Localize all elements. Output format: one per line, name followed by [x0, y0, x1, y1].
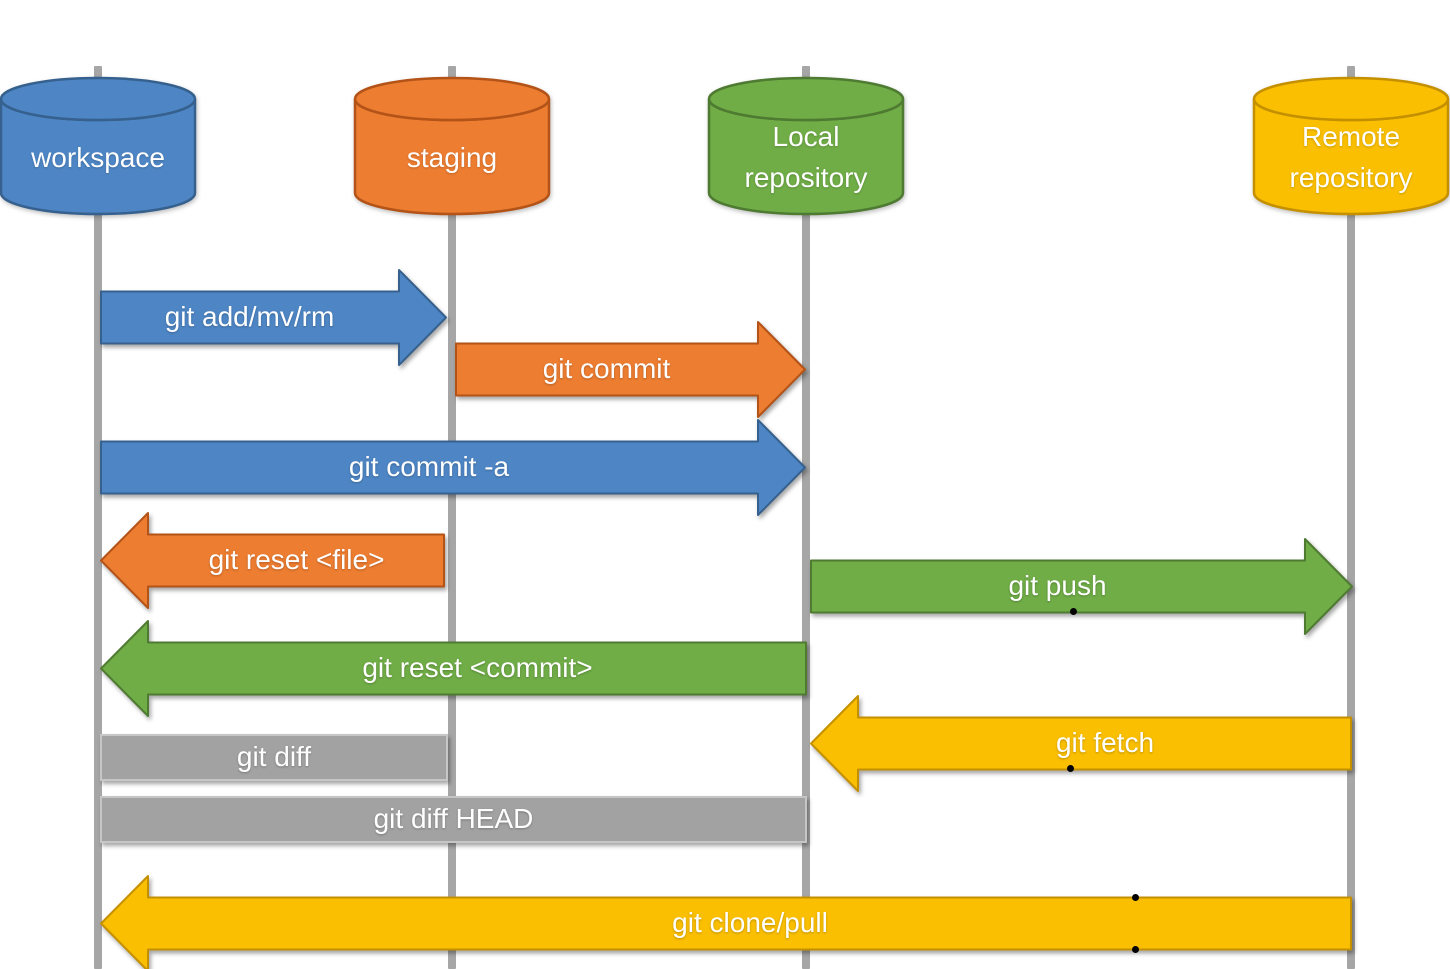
cylinder-staging	[353, 76, 551, 216]
arrow-shape-git-reset-file	[100, 511, 445, 609]
arrow-shape-git-push	[810, 537, 1353, 635]
lifeline-workspace	[94, 66, 102, 969]
arrow-git-add-mv-rm: git add/mv/rm	[100, 268, 447, 366]
arrow-label-git-reset-commit: git reset <commit>	[362, 652, 593, 683]
cylinder-label-local-repository: Local repository	[744, 121, 868, 193]
arrow-shape-git-add-mv-rm	[100, 268, 447, 366]
arrow-shape-git-commit	[455, 320, 806, 418]
connector-dot	[1066, 764, 1074, 772]
arrow-shape-git-clone-pull	[100, 874, 1352, 969]
arrow-label-git-add-mv-rm: git add/mv/rm	[164, 301, 335, 332]
lifeline-remote-repository	[1347, 66, 1355, 969]
arrow-git-commit-a: git commit -a	[100, 418, 806, 516]
lifeline-staging	[448, 66, 456, 969]
cylinder-label-workspace: workspace	[31, 141, 165, 173]
arrow-git-commit: git commit	[455, 320, 806, 418]
arrow-git-push: git push	[810, 537, 1353, 635]
arrow-git-diff: git diff	[100, 733, 448, 781]
connector-dot	[1131, 893, 1139, 901]
arrow-label-git-diff: git diff	[236, 741, 312, 772]
arrow-shape-git-fetch	[810, 694, 1352, 792]
cylinder-local-repository	[707, 76, 905, 216]
arrow-label-git-commit-a: git commit -a	[348, 451, 510, 482]
connector-dot	[1069, 607, 1077, 615]
arrow-shape-git-reset-commit	[100, 619, 807, 717]
bar-shape-git-diff	[100, 733, 448, 781]
arrow-git-clone-pull: git clone/pull	[100, 874, 1352, 969]
arrow-label-git-fetch: git fetch	[1055, 727, 1155, 758]
arrow-git-reset-commit: git reset <commit>	[100, 619, 807, 717]
arrow-git-diff-head: git diff HEAD	[100, 795, 807, 843]
arrow-git-reset-file: git reset <file>	[100, 511, 445, 609]
lifeline-local-repository	[802, 66, 810, 969]
arrow-label-git-reset-file: git reset <file>	[208, 544, 385, 575]
arrow-label-git-push: git push	[1008, 570, 1107, 601]
arrow-label-git-clone-pull: git clone/pull	[672, 907, 828, 938]
arrow-label-git-commit: git commit	[542, 353, 671, 384]
connector-dot	[1131, 945, 1139, 953]
cylinder-label-remote-repository: Remote repository	[1289, 121, 1413, 193]
bar-shape-git-diff-head	[100, 795, 807, 843]
cylinder-workspace	[0, 76, 197, 216]
arrow-git-fetch: git fetch	[810, 694, 1352, 792]
arrow-shape-git-commit-a	[100, 418, 806, 516]
cylinder-remote-repository	[1252, 76, 1450, 216]
arrow-label-git-diff-head: git diff HEAD	[373, 803, 534, 834]
cylinder-label-staging: staging	[406, 141, 498, 173]
